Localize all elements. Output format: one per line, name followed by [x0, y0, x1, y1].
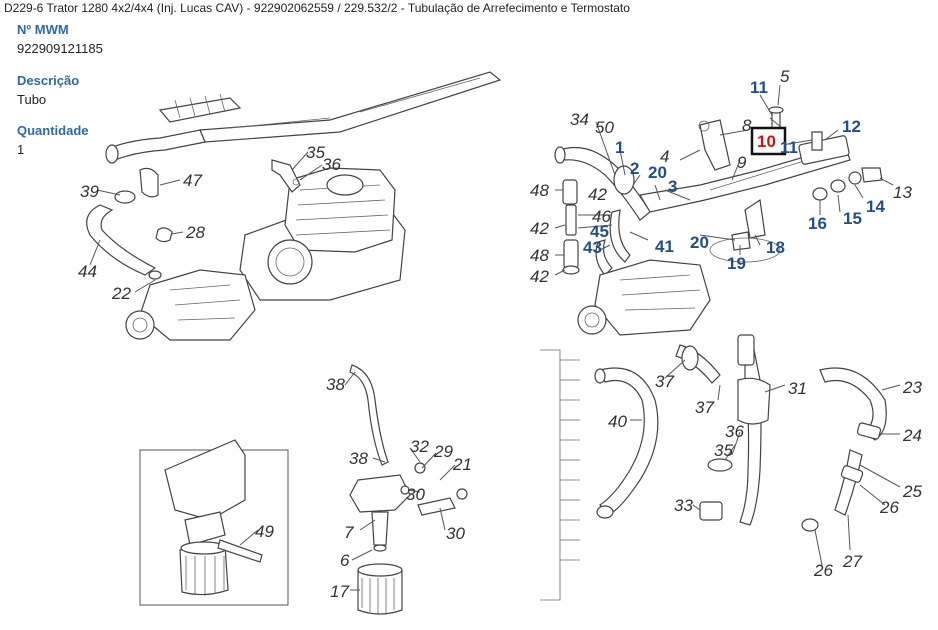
callout-12[interactable]: 12 — [842, 117, 861, 136]
callout-33[interactable]: 33 — [674, 496, 693, 515]
callout-46[interactable]: 46 — [592, 207, 611, 226]
description-value: Tubo — [17, 92, 47, 107]
callout-23[interactable]: 23 — [902, 378, 922, 397]
callout-35a[interactable]: 35 — [306, 143, 325, 162]
description-section: Descrição Tubo — [17, 73, 79, 107]
callout-18[interactable]: 18 — [766, 238, 785, 257]
callout-16[interactable]: 16 — [808, 214, 827, 233]
callout-42b[interactable]: 42 — [530, 219, 549, 238]
callout-27[interactable]: 27 — [842, 552, 862, 571]
callout-13[interactable]: 13 — [893, 183, 912, 202]
callout-30a[interactable]: 30 — [406, 485, 425, 504]
callout-44[interactable]: 44 — [78, 262, 97, 281]
callout-3[interactable]: 3 — [668, 177, 677, 196]
callout-32[interactable]: 32 — [410, 437, 429, 456]
callout-7[interactable]: 7 — [344, 523, 354, 542]
callout-5[interactable]: 5 — [780, 67, 790, 86]
callout-48b[interactable]: 48 — [530, 246, 549, 265]
callout-41[interactable]: 41 — [655, 237, 674, 256]
callout-4[interactable]: 4 — [660, 147, 669, 166]
callout-11b[interactable]: 11 — [780, 138, 798, 157]
selected-part-box[interactable] — [750, 126, 787, 156]
callout-37b[interactable]: 37 — [695, 398, 714, 417]
description-label: Descrição — [17, 73, 80, 88]
callout-26a[interactable]: 26 — [879, 498, 899, 517]
callout-1[interactable]: 1 — [615, 138, 624, 157]
callout-25[interactable]: 25 — [902, 482, 922, 501]
callout-17[interactable]: 17 — [330, 582, 349, 601]
page-title: D229-6 Trator 1280 4x2/4x4 (Inj. Lucas C… — [4, 1, 630, 15]
mwm-number-section: Nº MWM 922909121185 — [17, 22, 103, 56]
callout-28[interactable]: 28 — [185, 223, 205, 242]
callout-34[interactable]: 34 — [570, 110, 589, 129]
callout-19[interactable]: 19 — [727, 254, 746, 273]
callout-29[interactable]: 29 — [433, 442, 453, 461]
callout-6[interactable]: 6 — [340, 551, 350, 570]
callout-20b[interactable]: 20 — [690, 233, 709, 252]
oil-filter-assembly — [349, 364, 468, 615]
callout-26b[interactable]: 26 — [813, 561, 833, 580]
quantity-section: Quantidade 1 — [17, 123, 89, 157]
callout-36a[interactable]: 36 — [322, 155, 341, 174]
callout-42c[interactable]: 42 — [530, 267, 549, 286]
quantity-value: 1 — [17, 142, 25, 157]
callout-42a[interactable]: 42 — [588, 185, 607, 204]
callout-24[interactable]: 24 — [902, 426, 922, 445]
callout-38b[interactable]: 38 — [349, 449, 368, 468]
callout-35b[interactable]: 35 — [714, 441, 733, 460]
callout-36b[interactable]: 36 — [725, 422, 744, 441]
mwm-label: Nº MWM — [17, 22, 69, 37]
callout-22[interactable]: 22 — [111, 284, 131, 303]
callout-11a[interactable]: 11 — [750, 78, 768, 97]
callout-43[interactable]: 43 — [583, 238, 602, 257]
callout-47[interactable]: 47 — [183, 171, 202, 190]
engine-left-assembly — [86, 71, 502, 341]
callout-48a[interactable]: 48 — [530, 181, 549, 200]
callout-21[interactable]: 21 — [452, 455, 472, 474]
lower-hoses — [594, 334, 887, 532]
callout-numbers: 34 50 1 2 20 3 4 8 9 11 5 10 11 12 13 14… — [78, 67, 922, 601]
callout-38a[interactable]: 38 — [326, 375, 345, 394]
leader-lines — [89, 84, 901, 591]
callout-2[interactable]: 2 — [630, 159, 639, 178]
callout-15[interactable]: 15 — [843, 209, 862, 228]
callout-30b[interactable]: 30 — [446, 524, 465, 543]
callout-14[interactable]: 14 — [866, 197, 885, 216]
callout-45[interactable]: 45 — [590, 222, 609, 241]
callout-50[interactable]: 50 — [595, 118, 614, 137]
callout-10[interactable]: 10 — [757, 132, 776, 151]
quantity-label: Quantidade — [17, 123, 89, 138]
callout-40[interactable]: 40 — [608, 412, 627, 431]
callout-8[interactable]: 8 — [742, 116, 752, 135]
inset-box — [139, 439, 289, 606]
callout-39[interactable]: 39 — [80, 182, 99, 201]
callout-37a[interactable]: 37 — [655, 372, 674, 391]
callout-20a[interactable]: 20 — [648, 163, 667, 182]
callout-9[interactable]: 9 — [737, 153, 747, 172]
callout-31[interactable]: 31 — [788, 379, 807, 398]
thermostat-right-assembly — [540, 106, 883, 601]
mwm-value: 922909121185 — [17, 41, 103, 56]
callout-49[interactable]: 49 — [255, 522, 274, 541]
